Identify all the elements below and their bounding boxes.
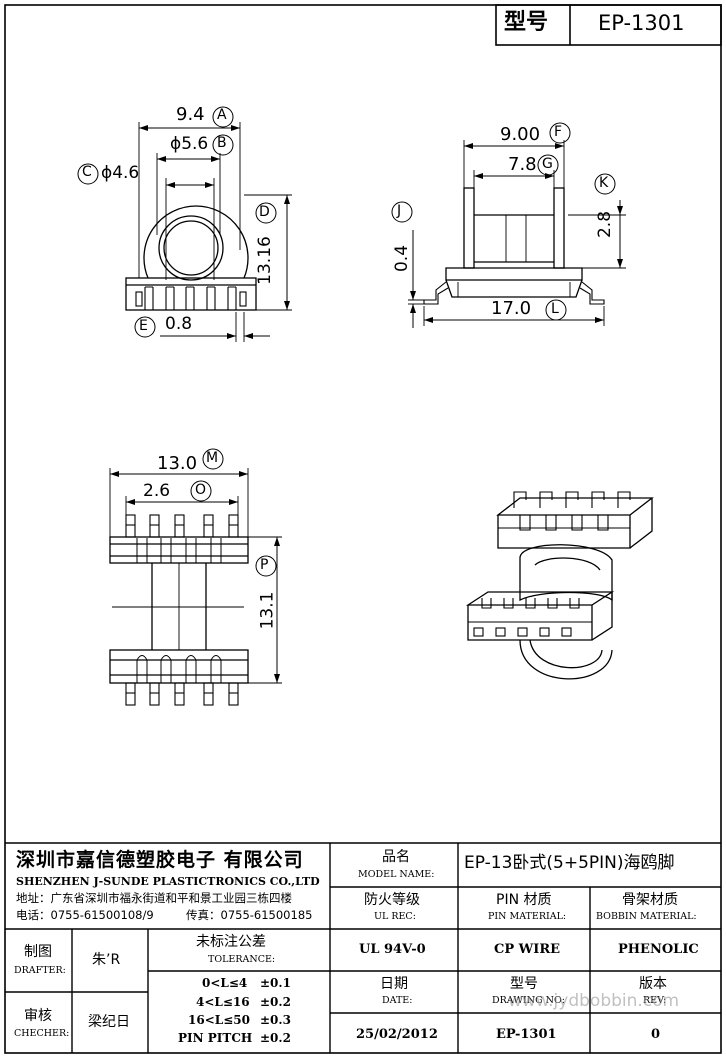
dim-F-value: 9.00 — [500, 124, 541, 145]
dim-E-letter: E — [139, 318, 148, 334]
dim-P-value: 13.1 — [257, 591, 278, 630]
dim-O-value: 2.6 — [143, 481, 171, 501]
dim-K-value: 2.8 — [595, 210, 616, 239]
dim-K-letter: K — [599, 175, 609, 191]
bobbin-material-value: PHENOLIC — [618, 942, 699, 957]
dim-B-letter: B — [217, 135, 227, 151]
bobbin-material-label-en: BOBBIN MATERIAL: — [596, 911, 697, 922]
tolerance-range: PIN PITCH — [178, 1031, 253, 1045]
model-name-value: EP-13卧式(5+5PIN)海鸥脚 — [464, 853, 675, 873]
drafter-label-en: DRAFTER: — [14, 965, 66, 976]
pin-material-label-en: PIN MATERIAL: — [488, 911, 567, 922]
drawing-no-value: EP-1301 — [496, 1027, 557, 1042]
company-name-en: SHENZHEN J-SUNDE PLASTICTRONICS CO.,LTD — [16, 875, 320, 888]
rev-value: 0 — [651, 1027, 661, 1042]
tolerance-value: ±0.2 — [260, 1031, 291, 1045]
tolerance-range: 4<L≤16 — [196, 995, 250, 1009]
ul-value: UL 94V-0 — [359, 942, 426, 957]
model-name-label-cn: 品名 — [382, 849, 410, 865]
dim-J-value: 0.4 — [392, 244, 413, 273]
tolerance-value: ±0.3 — [260, 1013, 291, 1027]
drawing-no-label-en: DRAWING NO: — [492, 995, 565, 1006]
side-view — [391, 122, 626, 328]
dim-E-value: 0.8 — [165, 314, 193, 334]
pin-material-value: CP WIRE — [494, 942, 561, 957]
drawing-no-label-cn: 型号 — [510, 976, 538, 992]
dim-A-value: 9.4 — [176, 104, 205, 125]
sheet-border — [4, 4, 722, 1054]
company-fax: 传真：0755-61500185 — [186, 908, 313, 922]
dim-C-letter: C — [82, 164, 92, 180]
header-box — [495, 4, 722, 46]
dim-M-letter: M — [206, 450, 219, 466]
checker-label-cn: 审核 — [24, 1008, 52, 1024]
company-phone: 电话：0755-61500108/9 — [16, 908, 154, 922]
bobbin-material-label-cn: 骨架材质 — [622, 892, 678, 908]
tolerance-label-cn: 未标注公差 — [196, 934, 266, 950]
header-model-value: EP-1301 — [598, 11, 685, 35]
dim-L-letter: L — [551, 301, 559, 317]
company-address: 地址：广东省深圳市福永街道和平和景工业园三栋四楼 — [16, 891, 292, 905]
ul-label-cn: 防火等级 — [364, 892, 420, 908]
tolerance-label-en: TOLERANCE: — [208, 954, 276, 965]
dim-J-letter: J — [397, 203, 402, 219]
dim-O-letter: O — [195, 482, 207, 498]
tolerance-value: ±0.1 — [260, 976, 291, 990]
drafter-value: 朱’R — [92, 952, 121, 968]
dim-G-value: 7.8 — [508, 154, 537, 175]
ul-label-en: UL REC: — [374, 911, 416, 922]
dim-F-letter: F — [554, 124, 563, 140]
tolerance-value: ±0.2 — [260, 995, 291, 1009]
company-name-cn: 深圳市嘉信德塑胶电子 有限公司 — [16, 849, 304, 871]
tolerance-range: 0<L≤4 — [202, 976, 248, 990]
model-name-label-en: MODEL NAME: — [358, 869, 435, 880]
pin-material-label-cn: PIN 材质 — [496, 892, 552, 908]
date-label-cn: 日期 — [380, 976, 408, 992]
isometric-view — [465, 491, 654, 680]
date-label-en: DATE: — [382, 995, 413, 1006]
bottom-view — [109, 448, 282, 706]
rev-label-en: REV: — [643, 995, 667, 1006]
checker-label-en: CHECHER: — [14, 1028, 70, 1039]
dim-P-letter: P — [260, 557, 269, 573]
date-value: 25/02/2012 — [356, 1027, 438, 1042]
title-block-grid — [5, 842, 721, 1053]
watermark: www.jydbobbin.com — [508, 991, 680, 1011]
tolerance-range: 16<L≤50 — [188, 1013, 250, 1027]
checker-value: 梁纪日 — [88, 1014, 130, 1030]
dim-M-value: 13.0 — [157, 453, 198, 474]
dim-D-letter: D — [259, 204, 270, 220]
dim-B-value: ϕ5.6 — [170, 134, 209, 154]
front-view — [77, 106, 292, 342]
rev-label-cn: 版本 — [639, 976, 667, 992]
dim-L-value: 17.0 — [491, 298, 532, 319]
header-model-label: 型号 — [504, 10, 549, 35]
drafter-label-cn: 制图 — [24, 944, 52, 960]
dim-D-value: 13.16 — [254, 236, 275, 285]
dim-C-value: ϕ4.6 — [101, 163, 140, 183]
dim-G-letter: G — [542, 156, 553, 172]
dim-A-letter: A — [217, 107, 227, 123]
